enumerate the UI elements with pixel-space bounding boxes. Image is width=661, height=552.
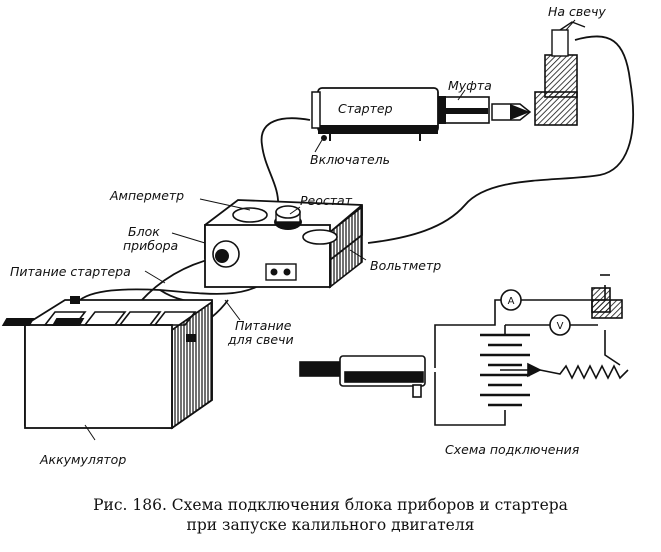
label-starter: Стартер xyxy=(338,101,393,116)
schematic-ammeter-label: A xyxy=(508,296,515,307)
label-block-line1: Блок xyxy=(128,224,160,239)
spark-plug-holder xyxy=(534,21,586,126)
battery xyxy=(1,296,213,430)
leader-lines xyxy=(84,19,576,441)
schematic-voltmeter-label: V xyxy=(557,321,564,332)
label-rheostat: Реостат xyxy=(300,193,353,208)
label-coupling: Муфта xyxy=(448,78,492,93)
label-ammeter: Амперметр xyxy=(109,188,184,203)
figure-caption-line2: при запуске калильного двигателя xyxy=(186,516,475,534)
label-plug-power-line2: для свечи xyxy=(227,332,294,347)
label-block-line2: прибора xyxy=(123,238,178,253)
instrument-block xyxy=(204,199,363,289)
label-battery: Аккумулятор xyxy=(39,452,126,467)
figure-caption-line1: Рис. 186. Схема подключения блока прибор… xyxy=(93,496,568,514)
label-switch: Включатель xyxy=(310,152,390,167)
label-voltmeter: Вольтметр xyxy=(370,258,441,273)
connection-schematic xyxy=(299,274,629,426)
starter-motor xyxy=(311,87,446,141)
label-connection-schematic: Схема подключения xyxy=(445,442,580,457)
label-to-spark-plug: На свечу xyxy=(548,4,606,19)
label-plug-power-line1: Питание xyxy=(235,318,292,333)
label-starter-power: Питание стартера xyxy=(10,264,131,279)
coupling xyxy=(443,96,532,124)
